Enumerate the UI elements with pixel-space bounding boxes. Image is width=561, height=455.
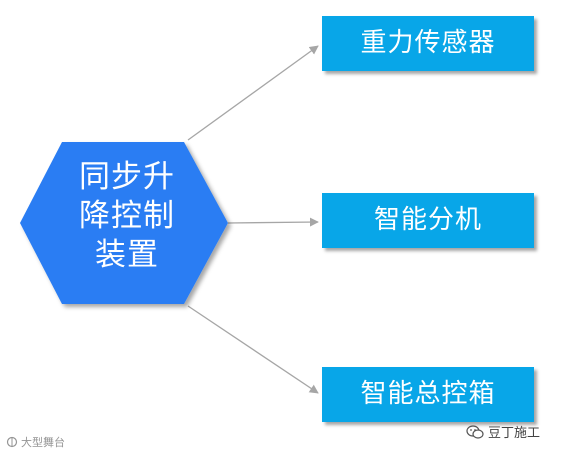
center-hexagon: [20, 142, 228, 304]
watermark-left: 大型舞台: [6, 434, 65, 450]
target-box-smart-master-control: 智能总控箱: [322, 367, 534, 422]
center-label-line-1: 同步升: [79, 159, 175, 195]
connector-arrow-1: [227, 217, 319, 227]
target-box-gravity-sensor: 重力传感器: [322, 16, 534, 71]
watermark-left-text: 大型舞台: [21, 436, 65, 449]
wechat-icon: [466, 424, 484, 439]
watermark-logo-icon: [6, 436, 18, 448]
center-label-line-3: 装置: [95, 237, 159, 273]
target-box-smart-extension: 智能分机: [322, 193, 534, 248]
center-label-line-2: 降控制: [79, 198, 175, 234]
watermark-right: 豆丁施工: [466, 422, 540, 441]
connector-arrow-0: [187, 45, 319, 141]
watermark-right-text: 豆丁施工: [488, 426, 541, 441]
center-label: 同步升 降控制 装置: [52, 158, 202, 275]
connector-arrow-2: [187, 305, 319, 394]
